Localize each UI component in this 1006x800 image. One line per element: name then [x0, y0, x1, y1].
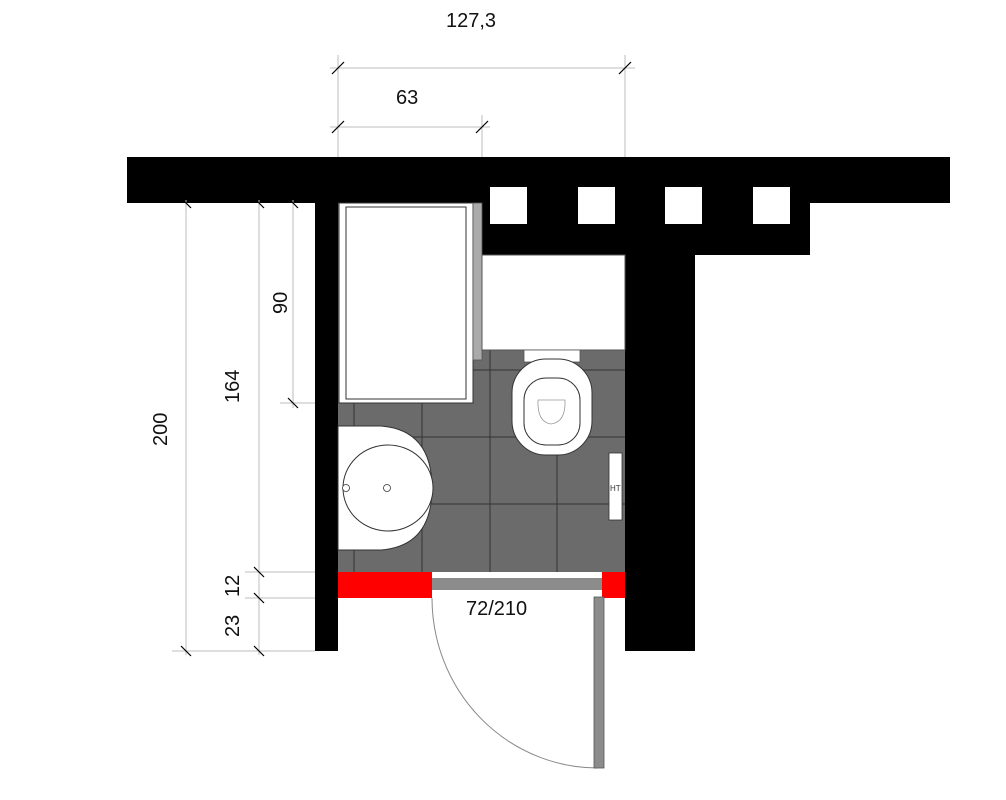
dimension-total-width: 127,3: [446, 10, 496, 32]
dimension-bathtub-length: 90: [270, 292, 292, 314]
bathtub: [338, 202, 483, 404]
dimension-bathtub-width: 63: [396, 87, 418, 109]
dimension-lines-top: [330, 55, 635, 157]
door-swing-arc: [431, 597, 599, 769]
dimension-lines-left: [172, 197, 315, 657]
dimension-room-depth: 164: [222, 370, 244, 403]
wall-openings: [490, 187, 790, 224]
dimension-wall-thickness: 23: [222, 615, 244, 637]
door-frame: [432, 578, 602, 590]
radiator-label: HT: [610, 484, 621, 493]
dimension-total-depth: 200: [150, 413, 172, 446]
door-leaf: [593, 596, 605, 769]
demolition-wall: [338, 572, 625, 598]
toilet: [481, 254, 626, 456]
radiator: [608, 452, 623, 521]
sink: [337, 425, 434, 551]
dimension-lintel: 12: [222, 575, 244, 597]
door-size-label: 72/210: [466, 598, 527, 620]
walls: [127, 157, 950, 651]
